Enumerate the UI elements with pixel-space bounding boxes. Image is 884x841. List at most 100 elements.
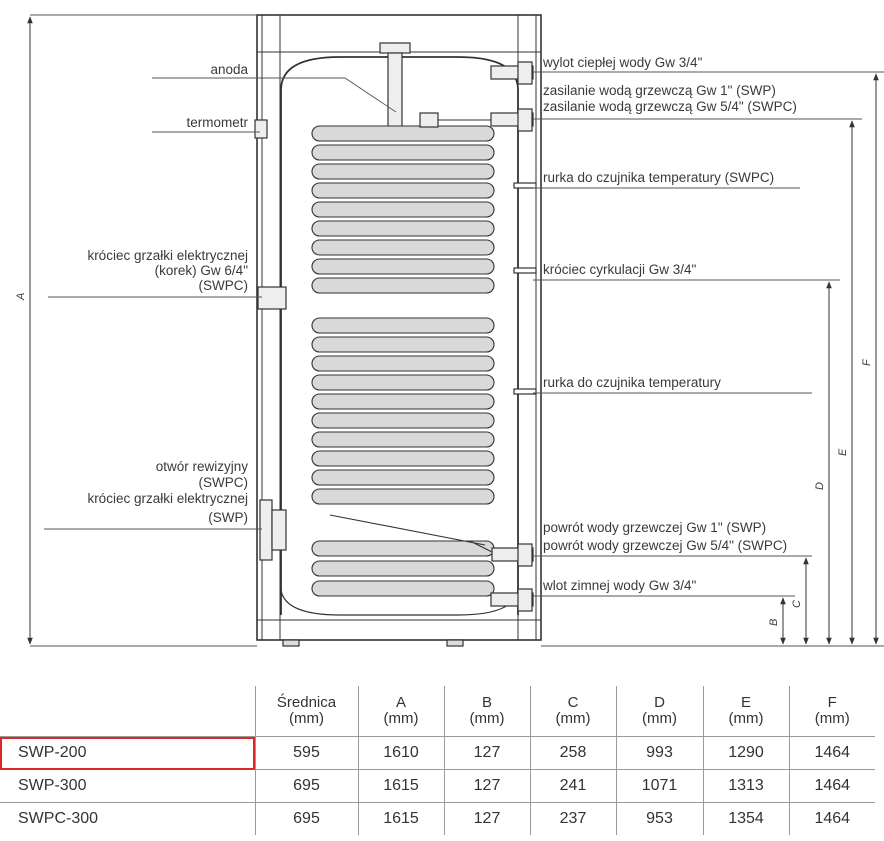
label-cold-inlet: wlot zimnej wody Gw 3/4" [542, 578, 697, 593]
table-cell: 993 [615, 736, 703, 770]
label-hot-outlet: wylot ciepłej wody Gw 3/4" [542, 55, 703, 70]
table-cell: 1464 [788, 769, 875, 803]
label-supply-swpc: zasilanie wodą grzewczą Gw 5/4" (SWPC) [543, 99, 797, 114]
coil-loop [311, 277, 495, 294]
coil-loop [311, 374, 495, 391]
table-header-cell: E(mm) [702, 686, 789, 737]
coil-loop [311, 355, 495, 372]
header-unit: (mm) [555, 710, 591, 727]
label-inspection-4: (SWP) [208, 510, 248, 525]
table-cell: 695 [254, 802, 358, 835]
label-inspection-2: (SWPC) [199, 475, 249, 490]
dim-label-c: C [791, 600, 803, 608]
model-cell: SWP-200 [0, 736, 255, 770]
header-unit: (mm) [642, 710, 677, 727]
table-row: SWP-200 595 1610 127 258 993 1290 1464 [0, 736, 875, 770]
table-header-blank [0, 686, 255, 737]
table-row: SWPC-300 695 1615 127 237 953 1354 1464 [0, 802, 875, 835]
label-supply-swp: zasilanie wodą grzewczą Gw 1" (SWP) [543, 83, 776, 98]
coil-loop [311, 144, 495, 161]
table-header-cell: C(mm) [529, 686, 616, 737]
coil-loop [311, 220, 495, 237]
heating-coil [311, 119, 495, 597]
table-header-cell: A(mm) [357, 686, 444, 737]
table-cell: 953 [615, 802, 703, 835]
table-cell: 695 [254, 769, 358, 803]
table-row: SWP-300 695 1615 127 241 1071 1313 1464 [0, 769, 875, 803]
label-termometr: termometr [186, 115, 248, 130]
dim-label-d: D [814, 482, 826, 490]
header-unit: (mm) [289, 710, 324, 727]
coil-loop [311, 317, 495, 334]
table-header-cell: F(mm) [788, 686, 875, 737]
label-heater-2: (korek) Gw 6/4" [155, 263, 249, 278]
table-cell: 241 [529, 769, 616, 803]
table-header-row: Średnica(mm) A(mm) B(mm) C(mm) D(mm) E(m… [0, 686, 875, 737]
right-ports [419, 61, 537, 612]
coil-connector [329, 119, 494, 553]
header-name: F [827, 694, 837, 711]
table-cell: 1615 [357, 802, 444, 835]
table-cell: 127 [443, 736, 530, 770]
leader-lines [30, 14, 884, 647]
header-unit: (mm) [814, 710, 850, 727]
dim-label-b: B [768, 619, 780, 626]
label-inspection-1: otwór rewizyjny [156, 459, 249, 474]
anode-rod [379, 42, 411, 129]
table-cell: 1615 [357, 769, 444, 803]
coil-loop [311, 431, 495, 448]
coil-loop [311, 412, 495, 429]
coil-loop [311, 469, 495, 486]
table-header-cell: Średnica(mm) [254, 686, 358, 737]
label-circulation: króciec cyrkulacji Gw 3/4" [543, 262, 697, 277]
table-cell: 595 [254, 736, 358, 770]
dimension-lines [27, 16, 879, 645]
left-ports [254, 119, 287, 561]
dim-label-f: F [861, 358, 873, 366]
header-unit: (mm) [383, 710, 419, 727]
header-name: E [740, 694, 751, 711]
header-unit: (mm) [469, 710, 505, 727]
dim-label-e: E [837, 448, 849, 456]
coil-loop [311, 450, 495, 467]
label-return-swpc: powrót wody grzewczej Gw 5/4" (SWPC) [543, 538, 787, 553]
table-header-cell: D(mm) [615, 686, 703, 737]
dimensions-table: Średnica(mm) A(mm) B(mm) C(mm) D(mm) E(m… [0, 686, 875, 835]
label-heater-3: (SWPC) [199, 278, 249, 293]
coil-loop [311, 163, 495, 180]
coil-loop [311, 201, 495, 218]
coil-loop [311, 540, 495, 557]
dim-label-a: A [15, 293, 27, 301]
label-inspection-3: króciec grzałki elektrycznej [87, 491, 248, 506]
table-cell: 1610 [357, 736, 444, 770]
water-heater-diagram: A B C D E F anoda termometr króciec grza… [15, 14, 884, 647]
header-name: B [481, 694, 492, 711]
table-header-cell: B(mm) [443, 686, 530, 737]
header-name: Średnica [276, 694, 337, 711]
table-cell: 1071 [615, 769, 703, 803]
model-cell: SWPC-300 [0, 802, 255, 835]
coil-loop [311, 488, 495, 505]
table-cell: 1464 [788, 802, 875, 835]
table-cell: 1313 [702, 769, 789, 803]
tank-feet [282, 639, 464, 647]
coil-loop [311, 182, 495, 199]
label-sensor: rurka do czujnika temperatury [543, 375, 721, 390]
label-sensor-swpc: rurka do czujnika temperatury (SWPC) [543, 170, 774, 185]
coil-loop [311, 336, 495, 353]
coil-loop [311, 580, 495, 597]
label-anoda: anoda [210, 62, 248, 77]
coil-loop [311, 125, 495, 142]
header-name: C [567, 694, 579, 711]
coil-loop [311, 560, 495, 577]
table-cell: 127 [443, 802, 530, 835]
model-cell: SWP-300 [0, 769, 255, 803]
table-cell: 237 [529, 802, 616, 835]
coil-loop [311, 239, 495, 256]
table-cell: 1290 [702, 736, 789, 770]
header-name: D [654, 694, 665, 711]
table-cell: 127 [443, 769, 530, 803]
label-heater-1: króciec grzałki elektrycznej [87, 248, 248, 263]
table-cell: 1464 [788, 736, 875, 770]
table-cell: 258 [529, 736, 616, 770]
